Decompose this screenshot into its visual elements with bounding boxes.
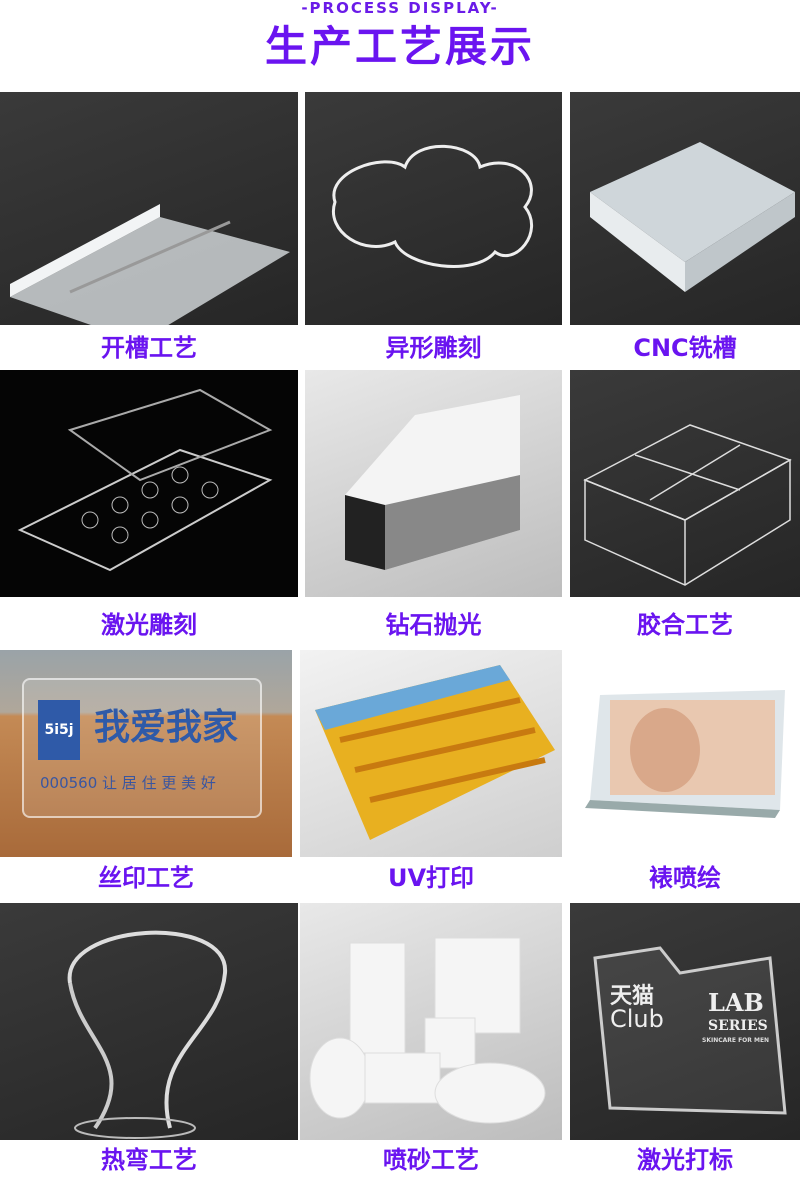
plaque-brand: LAB [708, 988, 764, 1017]
process-image-mounted-print [570, 650, 800, 857]
process-label: 裱喷绘 [649, 864, 721, 892]
plaque-brand3: SKINCARE FOR MEN [702, 1037, 770, 1044]
process-image-shaped-carving [305, 92, 562, 325]
plaque-line1: 天猫 [610, 984, 655, 1009]
process-label: 钻石抛光 [385, 611, 482, 639]
process-image-sandblasting [300, 903, 562, 1140]
sign-tagline: 000560 让 居 住 更 美 好 [40, 774, 216, 792]
process-image-cnc-milling [570, 92, 800, 325]
process-label: UV打印 [387, 864, 475, 892]
header-subtitle: -PROCESS DISPLAY- [301, 0, 499, 17]
process-label: 异形雕刻 [385, 334, 482, 362]
sign-main-text: 我爱我家 [94, 707, 239, 748]
process-image-hot-bending [0, 903, 298, 1140]
process-label: 喷砂工艺 [383, 1146, 479, 1174]
process-label: 激光打标 [637, 1146, 733, 1174]
process-image-slotting [0, 92, 298, 325]
acrylic-sign: 5i5j 我爱我家 000560 让 居 住 更 美 好 [22, 678, 262, 818]
process-image-laser-engraving [0, 370, 298, 597]
process-label: 丝印工艺 [98, 864, 194, 892]
process-image-uv-printing [300, 650, 562, 857]
process-label: 激光雕刻 [101, 611, 197, 639]
process-image-diamond-polishing [305, 370, 562, 597]
process-label: 开槽工艺 [101, 334, 197, 362]
process-label: CNC铣槽 [633, 334, 737, 362]
page-title: 生产工艺展示 [264, 22, 535, 71]
plaque-brand2: SERIES [708, 1018, 768, 1034]
process-image-screen-printing: 5i5j 我爱我家 000560 让 居 住 更 美 好 [0, 650, 292, 857]
sign-logo: 5i5j [38, 700, 80, 760]
process-image-gluing [570, 370, 800, 597]
plaque-line2: Club [610, 1005, 664, 1033]
process-label: 胶合工艺 [637, 611, 733, 639]
process-label: 热弯工艺 [101, 1146, 197, 1174]
process-image-laser-marking: 天猫 Club LAB SERIES SKINCARE FOR MEN [570, 903, 800, 1140]
